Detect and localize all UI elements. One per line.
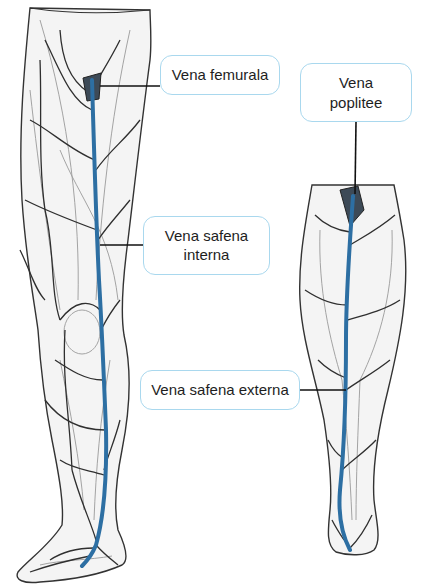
small-saphenous-vein xyxy=(339,196,353,550)
front-leg xyxy=(17,8,151,583)
vein-label: Vena femurala xyxy=(171,65,269,85)
leg-outline xyxy=(17,8,151,583)
callout-box: Vena poplitee xyxy=(300,63,412,122)
thigh-cut xyxy=(30,8,150,13)
callout-box: Vena femurala xyxy=(160,55,280,95)
muscle-lines xyxy=(30,20,130,565)
callout-box: Vena safena interna xyxy=(143,216,270,275)
leader-lines xyxy=(100,86,356,390)
callout-box: Vena safena externa xyxy=(140,370,300,410)
superficial-veins xyxy=(20,30,140,572)
leader-line xyxy=(100,85,160,87)
great-saphenous-vein xyxy=(82,80,106,566)
leader-line xyxy=(355,122,356,194)
muscle-lines xyxy=(320,230,392,520)
vein-label: Vena safena externa xyxy=(151,380,289,400)
superficial-veins xyxy=(305,215,400,548)
back-leg xyxy=(300,185,406,555)
vein-label: Vena safena interna xyxy=(154,226,259,265)
leg-outline xyxy=(300,185,406,555)
leader-line xyxy=(300,389,346,391)
vein-label: Vena poplitee xyxy=(311,73,401,112)
leader-line xyxy=(100,244,143,246)
